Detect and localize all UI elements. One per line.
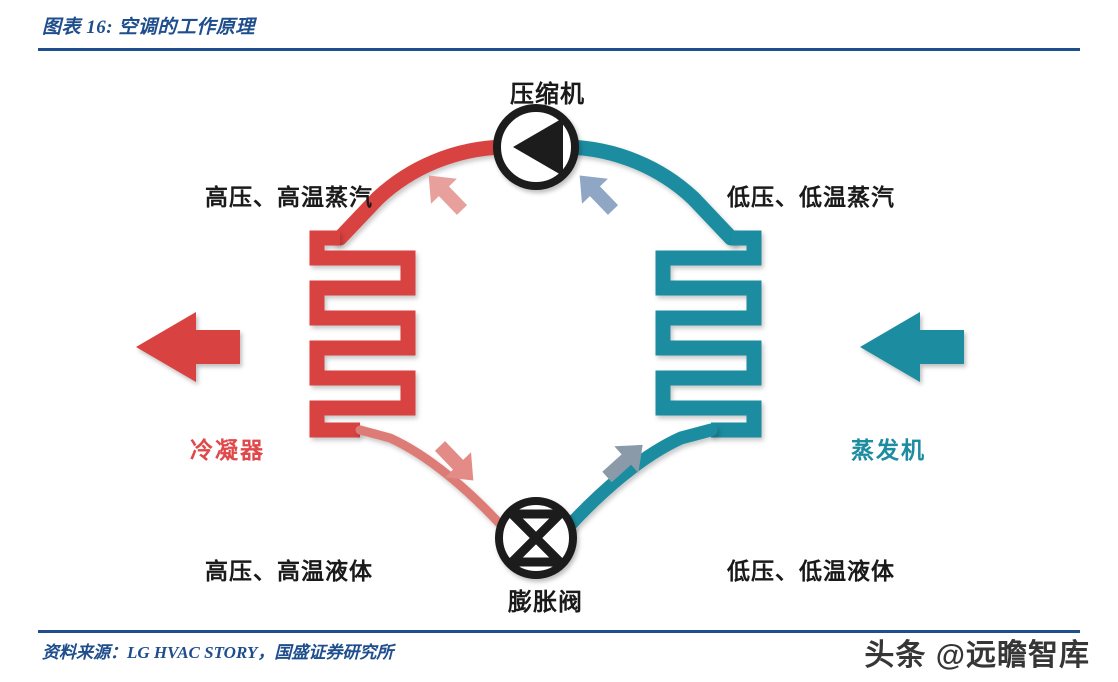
- refrigeration-cycle-diagram: 压缩机 膨胀阀 高压、高温蒸汽 低压、低温蒸汽 高压、高温液体 低压、低温液体 …: [0, 52, 1118, 630]
- high-pressure-liquid-label: 高压、高温液体: [205, 558, 373, 584]
- low-pressure-vapor-label: 低压、低温蒸汽: [727, 184, 895, 210]
- page-title: 图表 16: 空调的工作原理: [42, 17, 255, 38]
- bottom-right-flow-arrow: [602, 444, 643, 483]
- evaporator-coil: [655, 230, 762, 438]
- top-right-flow-arrow: [579, 175, 619, 215]
- cold-vapor-pipe: [558, 139, 739, 246]
- source-note: 资料来源：LG HVAC STORY，国盛证券研究所: [42, 643, 394, 662]
- figure-header: 图表 16: 空调的工作原理: [0, 0, 1118, 52]
- expansion-valve-icon: [495, 497, 577, 579]
- condenser-arrow-icon: [136, 312, 240, 382]
- high-pressure-vapor-label: 高压、高温蒸汽: [205, 184, 373, 210]
- expansion-valve-label: 膨胀阀: [508, 589, 583, 616]
- cycle-svg: [136, 104, 964, 579]
- hot-liquid-pipe: [355, 425, 521, 543]
- compressor-label: 压缩机: [510, 81, 585, 108]
- condenser-label: 冷凝器: [190, 437, 265, 463]
- header-divider: [38, 48, 1080, 51]
- compressor-icon: [493, 104, 579, 190]
- condenser-coil: [309, 230, 416, 438]
- top-left-flow-arrow: [428, 175, 468, 215]
- evaporator-arrow-icon: [860, 312, 964, 382]
- footer-divider: [38, 630, 1080, 633]
- evaporator-label: 蒸发机: [851, 437, 926, 463]
- bottom-left-flow-arrow: [434, 441, 474, 481]
- cold-liquid-pipe: [548, 423, 718, 545]
- low-pressure-liquid-label: 低压、低温液体: [727, 558, 895, 584]
- watermark: 头条 @远瞻智库: [864, 639, 1090, 672]
- hot-vapor-pipe: [332, 139, 513, 246]
